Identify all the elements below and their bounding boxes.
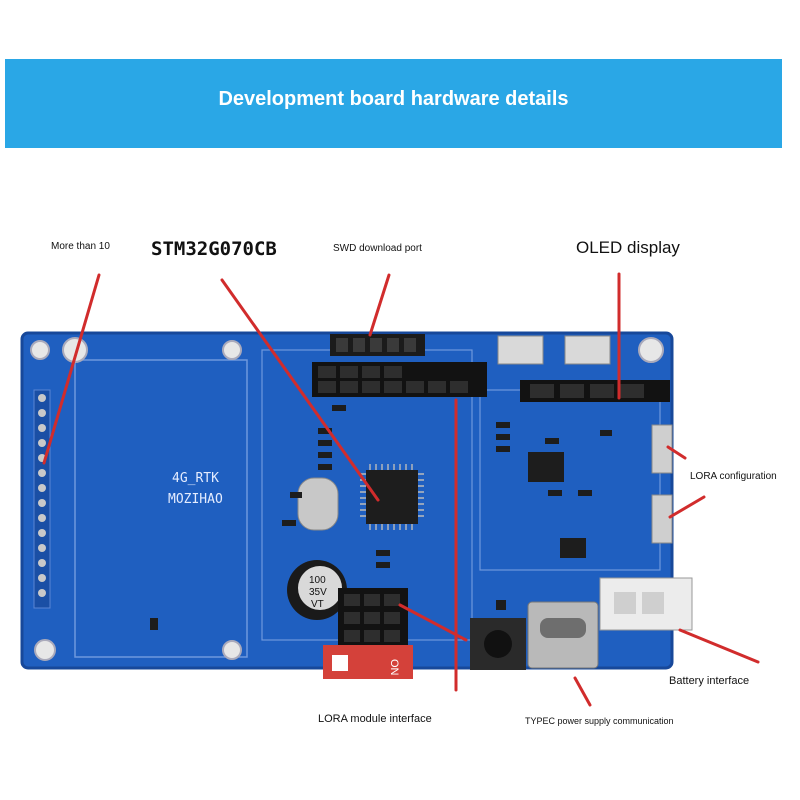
pin-header-p4 (33, 389, 51, 609)
small-ic (528, 452, 564, 482)
silk-sub: MOZIHAO (168, 492, 223, 507)
label-chip: STM32G070CB (151, 238, 277, 260)
pcb-board (22, 333, 672, 668)
page-title: Development board hardware details (218, 88, 569, 110)
label-swd-port: SWD download port (333, 243, 422, 254)
title-banner: Development board hardware details (5, 59, 782, 148)
smd-parts (150, 405, 612, 630)
electrolytic-capacitor (287, 560, 347, 620)
swd-header (330, 334, 425, 356)
dip-label: ON (388, 659, 400, 676)
pointer-lines (42, 272, 760, 707)
label-typec-power: TYPEC power supply communication (525, 716, 674, 726)
silk-main: 4G_RTK (172, 471, 219, 486)
header-row (312, 362, 487, 397)
label-lora-module-interface: LORA module interface (318, 713, 432, 725)
crystal (297, 477, 339, 531)
cap-text-2: 35V (309, 587, 327, 598)
oled-header (520, 380, 670, 402)
cap-text-1: 100 (309, 575, 326, 586)
label-oled-display: OLED display (576, 238, 680, 257)
mcu-switch (651, 494, 673, 544)
cap-text-3: VT (311, 599, 324, 610)
label-more-than-10: More than 10 (51, 241, 110, 252)
label-battery-interface: Battery interface (669, 675, 750, 687)
mcu-chip (366, 470, 418, 524)
switch-1 (497, 335, 544, 365)
label-lora-configuration: LORA configuration (690, 471, 777, 482)
antenna-area (74, 359, 248, 658)
switch-2 (564, 335, 611, 365)
lora-header (338, 588, 408, 652)
